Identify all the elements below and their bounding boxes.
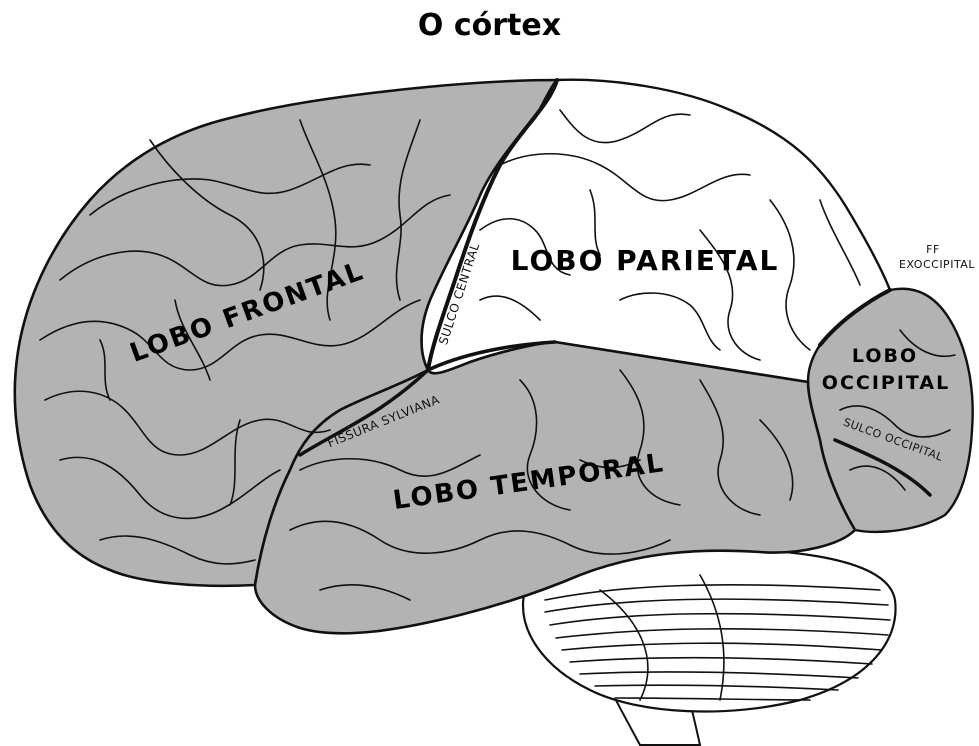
- label-ff: FF: [926, 243, 940, 256]
- label-lobo-occipital-line1: LOBO: [852, 345, 918, 367]
- label-exoccipital: EXOCCIPITAL: [899, 258, 975, 271]
- label-lobo-occipital-line2: OCCIPITAL: [822, 372, 950, 394]
- label-lobo-parietal: LOBO PARIETAL: [511, 244, 780, 277]
